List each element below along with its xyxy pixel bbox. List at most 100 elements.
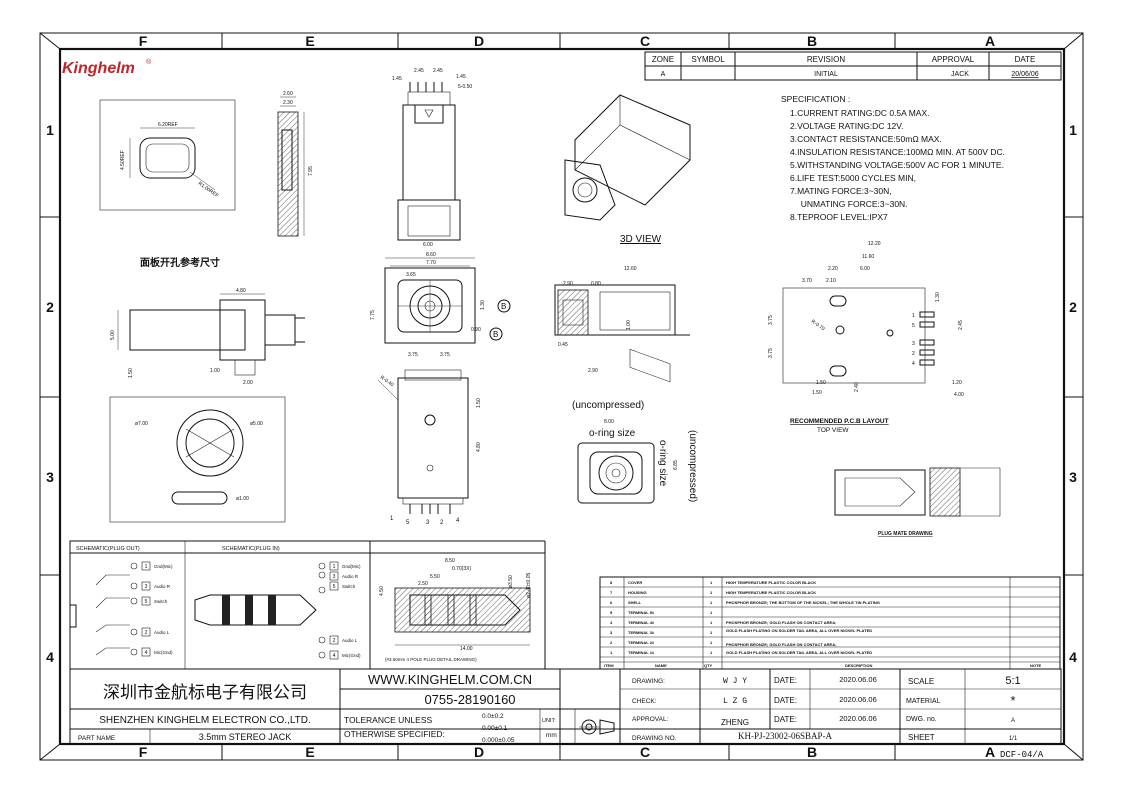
- bom-desc: HIGH TEMPERATURE PLASTIC COLOR BLACK: [726, 580, 816, 585]
- panel-cutout-caption: 面板开孔参考尺寸: [140, 256, 220, 269]
- bom-desc: PHOSPHOR BRONZE; GOLD FLASH ON CONTACT A…: [726, 620, 836, 625]
- rev-revision: INITIAL: [814, 71, 838, 78]
- rev-header-approval: APPROVAL: [932, 55, 975, 64]
- spec-line: 5.WITHSTANDING VOLTAGE:500V AC FOR 1 MIN…: [790, 160, 1004, 170]
- bom-desc: PHOSPHOR BRONZE; GOLD FLASH ON CONTACT A…: [726, 642, 836, 647]
- pin-label: 5: [406, 520, 410, 526]
- tolerance-value: 0.00±0.1: [482, 725, 508, 732]
- pin-label: 4: [912, 361, 915, 367]
- col-label: A: [985, 33, 995, 49]
- side-elevation-view: 4.80 5.00 1.50 1.00 2.00: [110, 288, 305, 386]
- bom-name: TERMINAL 4#: [628, 620, 655, 625]
- dim-label: 6.00: [423, 242, 433, 248]
- pin-label: 4: [456, 518, 460, 524]
- spec-line: 6.LIFE TEST:5000 CYCLES MIN,: [790, 173, 916, 183]
- material-value: *: [1010, 693, 1015, 708]
- oring-view: (uncompressed) o-ring size 8.00 o-ring s…: [572, 400, 698, 504]
- col-label: C: [640, 744, 650, 760]
- col-label: D: [474, 33, 484, 49]
- bom-name: TERMINAL 3#: [628, 630, 655, 635]
- bom-qty: 1: [710, 600, 713, 605]
- dim-label: 6.20REF: [158, 122, 178, 128]
- dim-label: 3.75: [768, 348, 774, 358]
- bom-name: SHELL: [628, 600, 642, 605]
- kinghelm-logo: Kinghelm ®: [62, 58, 152, 77]
- col-label: A: [985, 744, 995, 760]
- bom-name: TERMINAL 1#: [628, 650, 655, 655]
- row-labels: 1 2 3 4 1 2 3 4: [46, 122, 1077, 665]
- pin-name: Audio R: [342, 574, 359, 579]
- dim-label: 6.00: [860, 266, 870, 272]
- dim-label: 1.00: [626, 320, 632, 330]
- bom-qty: 1: [710, 580, 713, 585]
- dim-label: 7.70: [426, 260, 436, 266]
- dim-label: R-0.70: [810, 319, 826, 333]
- rev-zone: A: [661, 71, 666, 78]
- pin-name: Gnd(Mic): [342, 564, 361, 569]
- bom-item: 6: [610, 600, 613, 605]
- dim-label: ø5.00: [250, 421, 263, 427]
- approval-label: APPROVAL:: [632, 716, 669, 723]
- oring-label: o-ring size: [589, 428, 636, 439]
- sheet-label: SHEET: [908, 733, 935, 742]
- pin-name: Mic(Gnd): [342, 653, 361, 658]
- dim-label: 1.50: [812, 390, 822, 396]
- dim-label: R1.00REF: [197, 181, 220, 199]
- unit-label: UNIT:: [542, 718, 556, 724]
- dim-label: 3.65: [406, 272, 416, 278]
- dim-label: 1.50: [476, 398, 482, 408]
- bom-header-item: ITEM: [604, 663, 614, 668]
- dim-label: 2.45: [958, 320, 964, 330]
- part-name: 3.5mm STEREO JACK: [199, 732, 292, 742]
- dim-label: 2.45: [433, 68, 443, 74]
- pin-label: 3: [426, 520, 430, 526]
- column-labels-top: F E D C B A: [139, 33, 995, 49]
- schematic-block: SCHEMATIC(PLUG OUT) SCHEMATIC(PLUG IN) 1…: [69, 540, 546, 670]
- dim-label: 2.60: [283, 91, 293, 97]
- spec-line: 8.TEPROOF LEVEL:IPX7: [790, 212, 888, 222]
- logo-text: Kinghelm: [62, 60, 135, 77]
- rev-header-symbol: SYMBOL: [691, 55, 725, 64]
- uncompressed-label-vertical: (uncompressed): [687, 430, 698, 502]
- bom-header-note: NOTE: [1030, 663, 1041, 668]
- dim-label: 2.00: [243, 380, 253, 386]
- bom-qty: 1: [710, 640, 713, 645]
- 3d-view-caption: 3D VIEW: [620, 234, 662, 245]
- pin-name: Switch: [154, 599, 168, 604]
- col-label: B: [807, 744, 817, 760]
- pcb-layout-view: 1 5 3 2 4 12.20 11.60 2.20 6.00 3.70 2.1…: [768, 241, 964, 434]
- bom-qty: 1: [710, 620, 713, 625]
- tolerance-value: 0.000±0.05: [482, 737, 515, 744]
- dim-label: 1.20: [952, 380, 962, 386]
- col-label: E: [305, 33, 314, 49]
- website: WWW.KINGHELM.COM.CN: [368, 672, 532, 687]
- pin-num: 4: [333, 653, 336, 659]
- pin-num: 2: [145, 630, 148, 636]
- bom-item: 3: [610, 630, 613, 635]
- dim-label: 3.70: [802, 278, 812, 284]
- column-labels-bottom: F E D C B A: [139, 744, 995, 760]
- spec-line: UNMATING FORCE:3~30N.: [796, 199, 908, 209]
- dim-label: 0.45: [558, 342, 568, 348]
- dim-label: 2.40: [854, 382, 860, 392]
- logo-registered-mark: ®: [146, 58, 152, 66]
- front-view: 8.60 7.70 3.65 7.75 1.30 0.90 3.75 3.75 …: [370, 252, 511, 358]
- bom-name: TERMINAL 2#: [628, 640, 655, 645]
- dim-label: 1.45: [456, 74, 466, 80]
- spec-line: 2.VOLTAGE RATING:DC 12V.: [790, 121, 904, 131]
- dim-label: 12.20: [868, 241, 881, 247]
- part-name-label: PART NAME: [78, 735, 116, 742]
- col-label: B: [807, 33, 817, 49]
- dim-label: 7.95: [308, 166, 314, 176]
- material-label: MATERIAL: [906, 698, 941, 705]
- date-label: DATE:: [774, 715, 797, 724]
- drawing-no-label: DRAWING NO.: [632, 735, 677, 742]
- oring-label-vertical: o-ring size: [657, 440, 668, 487]
- bom-header-desc: DESCRIPTION: [845, 663, 872, 668]
- dim-label: 2.90: [588, 368, 598, 374]
- side-view-c: 2.90 0.80 12.60 1.00 0.45 2.90: [554, 266, 690, 374]
- side-section-view: 2.60 2.30 7.95: [277, 91, 314, 237]
- bom-item: 7: [610, 590, 613, 595]
- tolerance-line-2: OTHERWISE SPECIFIED:: [344, 729, 445, 739]
